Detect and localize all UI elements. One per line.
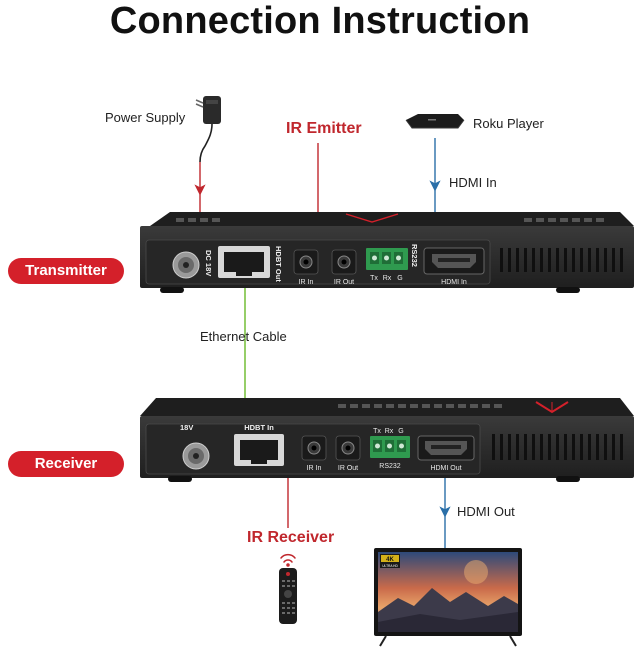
tv-badge-4k: 4K [386, 557, 394, 563]
receiver-badge: Receiver [8, 451, 124, 477]
hdmi-out-label: HDMI Out [457, 504, 515, 519]
receiver-side-vents [492, 434, 623, 460]
receiver-ir-in-label: IR In [307, 465, 322, 472]
tv-badge-uhd: ULTRA HD [382, 564, 398, 568]
transmitter-side-vents [500, 248, 623, 272]
transmitter-hdmi-port [423, 247, 485, 275]
roku-player-label: Roku Player [473, 116, 544, 131]
power-supply-label: Power Supply [105, 110, 186, 125]
page-title: Connection Instruction [109, 0, 531, 42]
receiver-dc-label: 18V [180, 423, 193, 432]
transmitter-badge: Transmitter [8, 258, 124, 284]
wireless-signal-icon [280, 553, 296, 567]
transmitter-rs232-terminal [366, 248, 408, 270]
transmitter-ir-out-port [331, 249, 357, 275]
receiver-dc-jack [182, 442, 210, 470]
receiver-g-label: G [398, 428, 403, 435]
receiver-top-vents [338, 404, 502, 408]
transmitter-rs232-label: RS232 [410, 244, 419, 267]
receiver-rs232-terminal [370, 436, 410, 458]
receiver-hdbt-label: HDBT In [244, 423, 274, 432]
receiver-hdbt-port [234, 434, 284, 466]
receiver-rs232-label: RS232 [379, 463, 401, 470]
receiver-ir-in-port [301, 435, 327, 461]
ir-receiver-label: IR Receiver [247, 529, 335, 546]
receiver-ir-out-label: IR Out [338, 465, 358, 472]
transmitter-hdbt-label: HDBT Out [274, 246, 283, 282]
transmitter-ir-in-port [293, 249, 319, 275]
transmitter-device: DC 18V HDBT Out IR In IR Out [140, 212, 634, 293]
transmitter-ir-in-label: IR In [299, 279, 314, 286]
power-adapter-icon [195, 96, 221, 163]
transmitter-ir-out-label: IR Out [334, 279, 354, 286]
remote-control-icon [279, 568, 297, 624]
transmitter-dc-jack [172, 251, 200, 279]
receiver-ir-out-port [335, 435, 361, 461]
transmitter-top-vents [176, 218, 604, 222]
receiver-device: 18V HDBT In IR In IR Out Tx Rx G [140, 398, 634, 482]
receiver-tx-label: Tx [373, 428, 381, 435]
transmitter-rx-label: Rx [383, 275, 392, 282]
roku-player-icon [405, 114, 465, 129]
ethernet-cable-label: Ethernet Cable [200, 329, 287, 344]
receiver-hdmi-label: HDMI Out [430, 465, 461, 472]
receiver-rx-label: Rx [385, 428, 394, 435]
hdmi-in-label: HDMI In [449, 175, 497, 190]
transmitter-g-label: G [397, 275, 402, 282]
transmitter-dc-label: DC 18V [204, 250, 213, 276]
tv-icon: 4K ULTRA HD [374, 548, 522, 647]
transmitter-hdbt-port [218, 246, 270, 278]
receiver-hdmi-port [417, 435, 475, 461]
ir-emitter-label: IR Emitter [286, 120, 362, 137]
transmitter-hdmi-label: HDMI In [441, 279, 467, 286]
transmitter-tx-label: Tx [370, 275, 378, 282]
